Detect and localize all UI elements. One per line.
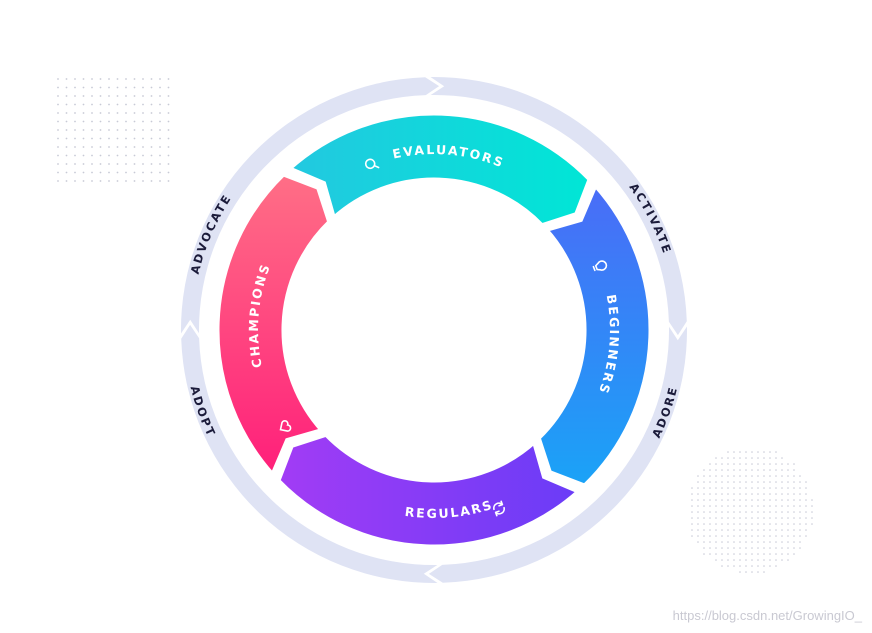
inner-segments	[214, 110, 654, 550]
outer-ring-arc	[428, 326, 688, 583]
magnifier-icon	[364, 158, 380, 170]
decorative-dot-grid	[57, 78, 170, 182]
segment-beginners	[535, 180, 654, 490]
stage-label-adore: ADORE	[649, 384, 680, 440]
refresh-icon	[493, 500, 505, 517]
segment-evaluators	[284, 110, 594, 229]
decorative-dot-circle	[691, 451, 813, 573]
outer-ring	[180, 76, 688, 584]
watermark: https://blog.csdn.net/GrowingIO_	[672, 608, 862, 623]
outer-ring-arc	[181, 324, 438, 584]
segment-regulars	[274, 431, 584, 550]
outer-ring-arc	[180, 77, 440, 334]
heart-icon	[279, 420, 292, 432]
lightbulb-icon	[592, 260, 608, 272]
outer-ring-arc	[430, 76, 687, 336]
stage-label-adopt: ADOPT	[188, 384, 219, 439]
segment-champions	[214, 170, 333, 480]
